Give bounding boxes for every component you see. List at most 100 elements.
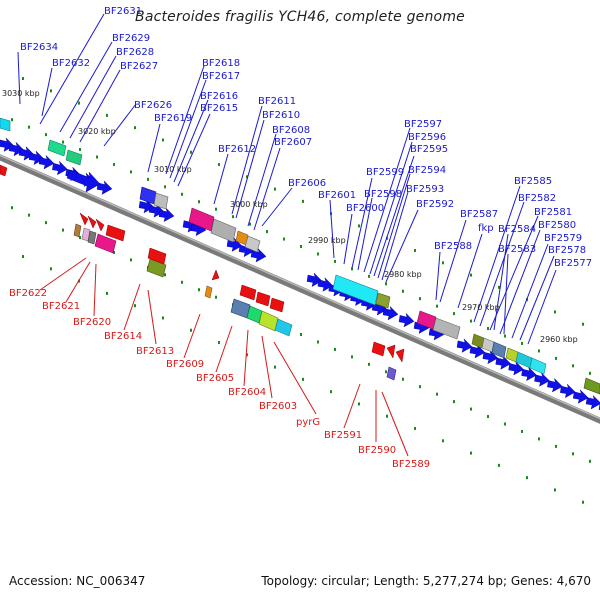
gene-label[interactable]: BF2629 bbox=[112, 33, 150, 44]
tick-mark bbox=[274, 365, 276, 369]
tick-mark bbox=[442, 261, 444, 265]
scale-tick-label: 3030 kbp bbox=[2, 89, 40, 98]
tick-mark bbox=[554, 488, 556, 492]
gene-label[interactable]: BF2594 bbox=[408, 165, 446, 176]
tick-mark bbox=[358, 402, 360, 406]
gene-label[interactable]: BF2634 bbox=[20, 42, 58, 53]
forward-labels: BF2631 BF2634 BF2632 BF2629 BF2628 BF262… bbox=[20, 6, 592, 269]
gene-label[interactable]: BF2614 bbox=[104, 331, 142, 342]
tick-mark bbox=[198, 200, 200, 204]
gene-label[interactable]: BF2605 bbox=[196, 373, 234, 384]
tick-mark bbox=[50, 267, 52, 271]
gene-label[interactable]: BF2606 bbox=[288, 178, 326, 189]
gene-label[interactable]: BF2626 bbox=[134, 100, 172, 111]
gene-label[interactable]: BF2611 bbox=[258, 96, 296, 107]
tick-mark bbox=[232, 215, 234, 219]
gene-label[interactable]: BF2615 bbox=[200, 103, 238, 114]
reverse-gene-arrow bbox=[386, 344, 396, 359]
gene-label[interactable]: BF2618 bbox=[202, 58, 240, 69]
gene-label[interactable]: BF2595 bbox=[410, 144, 448, 155]
tick-mark bbox=[22, 77, 24, 81]
gene-label[interactable]: BF2581 bbox=[534, 207, 572, 218]
gene-label[interactable]: BF2582 bbox=[518, 193, 556, 204]
tick-mark bbox=[218, 163, 220, 167]
gene-label[interactable]: BF2616 bbox=[200, 91, 238, 102]
gene-label[interactable]: BF2584 bbox=[498, 224, 536, 235]
gene-label[interactable]: BF2600 bbox=[346, 203, 384, 214]
gene-label[interactable]: BF2617 bbox=[202, 71, 240, 82]
gene-label[interactable]: BF2593 bbox=[406, 184, 444, 195]
gene-label[interactable]: BF2628 bbox=[116, 47, 154, 58]
gene-label[interactable]: fkp bbox=[478, 223, 494, 234]
feature-box bbox=[375, 292, 391, 309]
tick-mark bbox=[249, 222, 251, 226]
tick-mark bbox=[414, 249, 416, 253]
gene-label[interactable]: BF2612 bbox=[218, 144, 256, 155]
tick-mark bbox=[498, 463, 500, 467]
gene-label[interactable]: BF2597 bbox=[404, 119, 442, 130]
gene-label[interactable]: BF2604 bbox=[228, 387, 266, 398]
gene-label[interactable]: BF2619 bbox=[154, 113, 192, 124]
tick-mark bbox=[436, 392, 438, 396]
tick-mark bbox=[589, 459, 591, 463]
reverse-gene-arrow bbox=[269, 297, 285, 313]
tick-mark bbox=[442, 439, 444, 443]
gene-label[interactable]: BF2620 bbox=[73, 317, 111, 328]
gene-label[interactable]: BF2596 bbox=[408, 132, 446, 143]
gene-label[interactable]: BF2632 bbox=[52, 58, 90, 69]
feature-box bbox=[0, 117, 11, 132]
tick-mark bbox=[28, 213, 30, 217]
gene-label[interactable]: BF2579 bbox=[544, 233, 582, 244]
tick-mark bbox=[402, 289, 404, 293]
tick-mark bbox=[453, 400, 455, 404]
tick-mark bbox=[96, 155, 98, 159]
reverse-strand-genes bbox=[0, 164, 405, 363]
tick-mark bbox=[419, 297, 421, 301]
gene-label[interactable]: BF2621 bbox=[42, 301, 80, 312]
gene-label[interactable]: BF2607 bbox=[274, 137, 312, 148]
tick-mark bbox=[62, 228, 64, 232]
gene-label[interactable]: BF2592 bbox=[416, 199, 454, 210]
gene-label[interactable]: BF2603 bbox=[259, 401, 297, 412]
gene-label[interactable]: BF2631 bbox=[104, 6, 142, 17]
tick-mark bbox=[436, 304, 438, 308]
gene-label[interactable]: BF2613 bbox=[136, 346, 174, 357]
gene-label[interactable]: BF2598 bbox=[364, 189, 402, 200]
gene-label[interactable]: BF2589 bbox=[392, 459, 430, 470]
forward-gene-arrow bbox=[317, 277, 334, 292]
tick-mark bbox=[470, 319, 472, 323]
reverse-gene-arrow bbox=[371, 341, 386, 357]
tick-mark bbox=[266, 230, 268, 234]
gene-label[interactable]: BF2578 bbox=[548, 245, 586, 256]
scale-tick-label: 2970 kbp bbox=[462, 303, 500, 312]
gene-label[interactable]: pyrG bbox=[296, 417, 320, 428]
gene-label[interactable]: BF2590 bbox=[358, 445, 396, 456]
gene-label[interactable]: BF2609 bbox=[166, 359, 204, 370]
gene-label[interactable]: BF2591 bbox=[324, 430, 362, 441]
gene-label[interactable]: BF2608 bbox=[272, 125, 310, 136]
gene-label[interactable]: BF2580 bbox=[538, 220, 576, 231]
scale-tick-labels: 3030 kbp 3020 kbp 3010 kbp 3000 kbp 2990… bbox=[2, 89, 578, 344]
gene-label[interactable]: BF2601 bbox=[318, 190, 356, 201]
gene-label[interactable]: BF2587 bbox=[460, 209, 498, 220]
tick-marks bbox=[11, 77, 591, 504]
tick-mark bbox=[164, 273, 166, 277]
gene-label[interactable]: BF2585 bbox=[514, 176, 552, 187]
tick-mark bbox=[162, 316, 164, 320]
forward-gene-arrow bbox=[547, 377, 563, 393]
gene-label[interactable]: BF2627 bbox=[120, 61, 158, 72]
reverse-gene-arrow bbox=[95, 218, 105, 232]
forward-gene-arrow bbox=[306, 272, 323, 287]
gene-label[interactable]: BF2610 bbox=[262, 110, 300, 121]
gene-label[interactable]: BF2588 bbox=[434, 241, 472, 252]
gene-label[interactable]: BF2583 bbox=[498, 244, 536, 255]
gene-label[interactable]: BF2622 bbox=[9, 288, 47, 299]
gene-label[interactable]: BF2577 bbox=[554, 258, 592, 269]
feature-box bbox=[73, 223, 82, 238]
tick-mark bbox=[538, 437, 540, 441]
feature-box bbox=[481, 337, 495, 353]
tick-mark bbox=[414, 427, 416, 431]
gene-label[interactable]: BF2599 bbox=[366, 167, 404, 178]
feature-box bbox=[332, 274, 379, 306]
feature-box bbox=[210, 218, 237, 243]
